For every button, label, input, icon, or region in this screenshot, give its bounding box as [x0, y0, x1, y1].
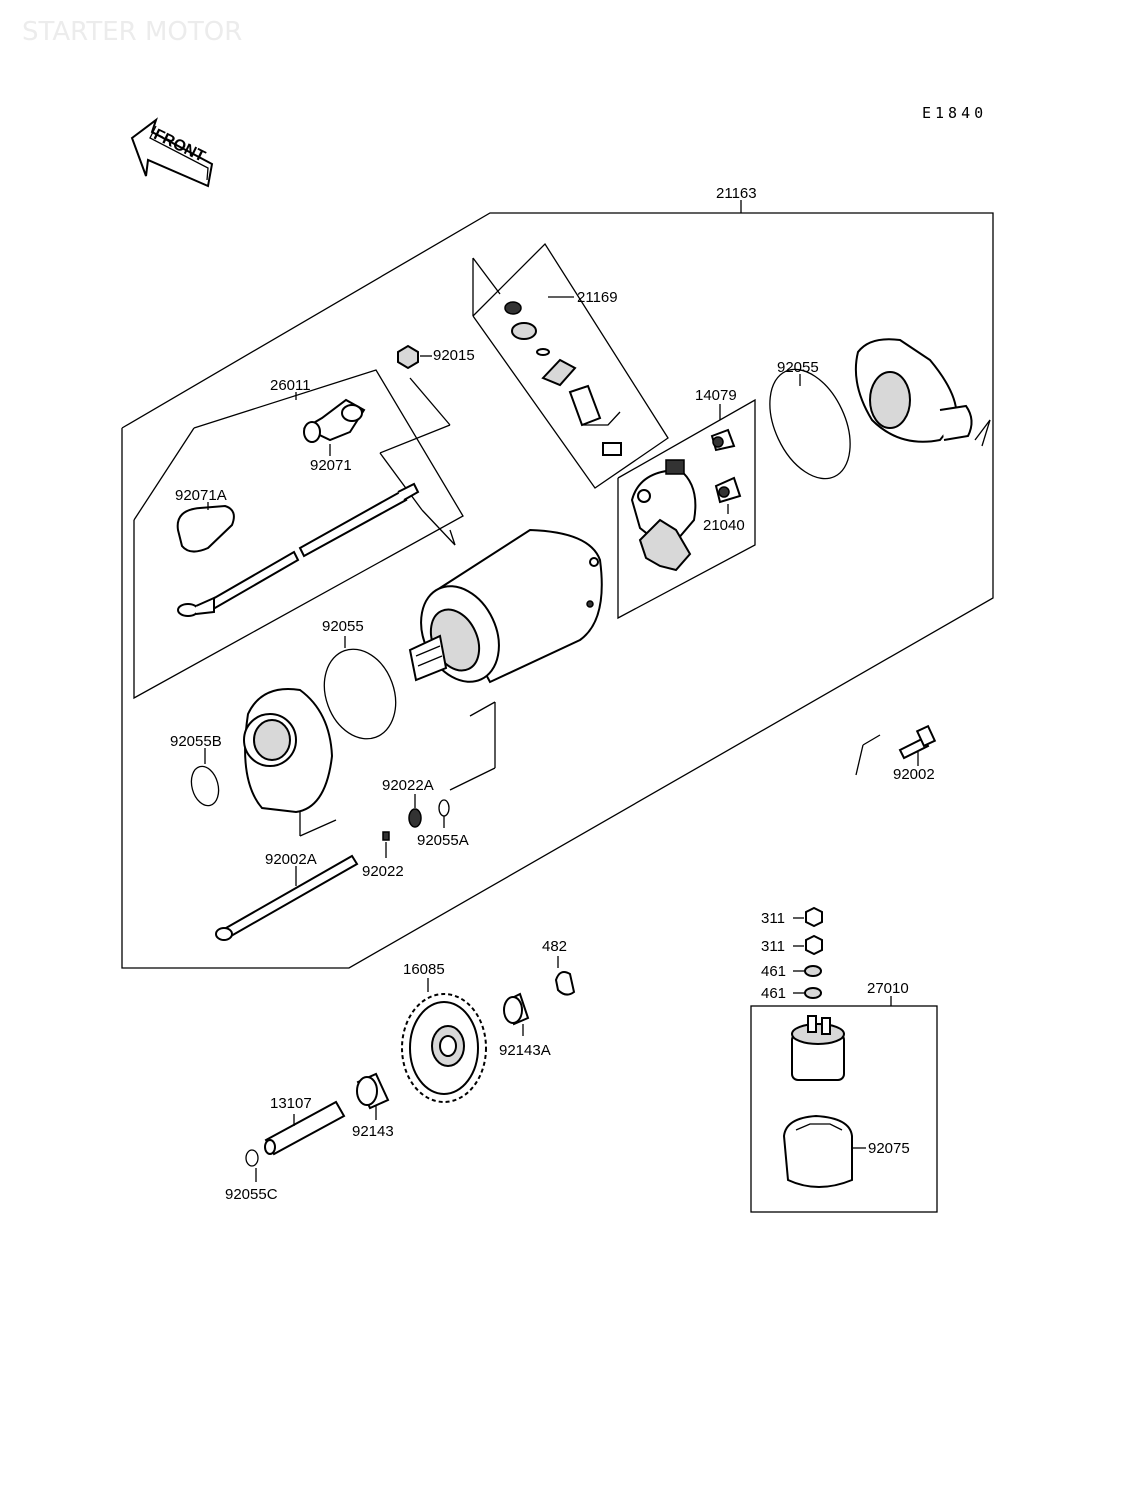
front-arrow-icon: FRONT	[130, 117, 214, 188]
circlip-482	[554, 956, 576, 996]
label-14079: 14079	[695, 387, 737, 404]
label-92075: 92075	[868, 1140, 910, 1157]
label-92055C: 92055C	[225, 1186, 278, 1203]
label-92055A: 92055A	[417, 832, 469, 849]
o-ring-92055-mid	[323, 636, 397, 740]
watermark-title: STARTER MOTOR	[22, 17, 242, 47]
nut-311-a	[793, 906, 823, 928]
label-27010: 27010	[867, 980, 909, 997]
label-92143: 92143	[352, 1123, 394, 1140]
diagram-code: E1840	[922, 104, 987, 122]
bearing-92143A	[503, 992, 530, 1036]
boot-92071A	[176, 502, 235, 553]
assembly-outline-21163	[121, 200, 994, 969]
relay-cover-92075	[782, 1114, 866, 1188]
relay-switch	[791, 1015, 845, 1081]
o-ring-92055C	[245, 1149, 259, 1182]
o-ring-92055B	[190, 748, 220, 807]
starter-relay-box-27010	[750, 996, 938, 1213]
washer-92022A	[408, 794, 422, 828]
label-311-a: 311	[761, 910, 785, 927]
label-16085: 16085	[403, 961, 445, 978]
label-482: 482	[542, 938, 567, 955]
nut-311-b	[793, 934, 823, 956]
terminal-boot-92071	[302, 398, 366, 456]
bolt-92002	[855, 724, 937, 776]
label-13107: 13107	[270, 1095, 312, 1112]
o-ring-92055-top	[769, 368, 851, 480]
label-92055-top: 92055	[777, 359, 819, 376]
label-92055-mid: 92055	[322, 618, 364, 635]
bushing-92143	[356, 1072, 390, 1120]
label-461-a: 461	[761, 963, 786, 980]
terminal-bolt-kit-21169	[472, 242, 669, 489]
brush-plate-14079	[630, 459, 697, 572]
label-92002A: 92002A	[265, 851, 317, 868]
label-92055B: 92055B	[170, 733, 222, 750]
label-21169: 21169	[577, 289, 618, 306]
washer-92022	[382, 831, 390, 858]
label-92002: 92002	[893, 766, 935, 783]
label-461-b: 461	[761, 985, 786, 1002]
idle-gear-16085	[401, 978, 487, 1103]
washer-461-a	[793, 965, 822, 977]
label-92071: 92071	[310, 457, 352, 474]
label-21040: 21040	[703, 517, 745, 534]
nut-92015	[397, 344, 432, 370]
label-92143A: 92143A	[499, 1042, 551, 1059]
starter-cable	[177, 482, 420, 617]
label-92015: 92015	[433, 347, 475, 364]
label-21163: 21163	[716, 185, 757, 202]
washer-461-b	[793, 987, 822, 999]
front-end-cover	[243, 688, 496, 837]
o-ring-92055A	[438, 799, 450, 828]
label-311-b: 311	[761, 938, 785, 955]
brush-spring-21040	[710, 428, 742, 514]
label-26011: 26011	[270, 377, 311, 394]
rear-end-cover	[854, 338, 991, 447]
shaft-13107	[264, 1100, 346, 1156]
label-92071A: 92071A	[175, 487, 227, 504]
through-bolt-92002A	[215, 854, 359, 941]
label-92022A: 92022A	[382, 777, 434, 794]
starter-motor-body	[408, 528, 603, 684]
brush-holder-box	[617, 398, 756, 620]
label-92022: 92022	[362, 863, 404, 880]
cable-box-26011	[133, 369, 464, 700]
